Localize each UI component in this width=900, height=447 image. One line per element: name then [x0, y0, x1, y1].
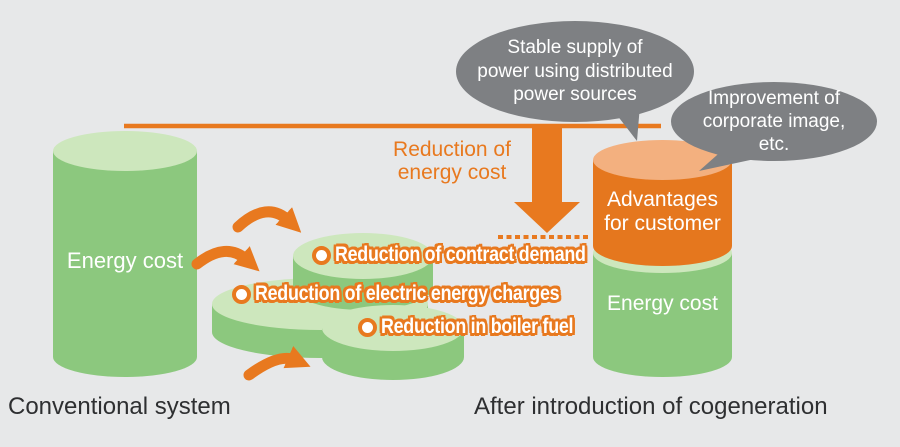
- callout-line-2: energy cost: [397, 161, 507, 184]
- disk-label-text: Reduction of contract demand: [335, 243, 586, 266]
- curved-arrow-bottom: [243, 346, 311, 381]
- bullet-icon: [312, 245, 331, 265]
- bullet-icon: [358, 317, 377, 337]
- bubble-2-line-3: etc.: [758, 134, 790, 155]
- big-down-arrow: [514, 124, 580, 233]
- left-cylinder-top: [53, 131, 197, 171]
- reduction-of-energy-cost-callout: Reduction of energy cost: [371, 138, 533, 184]
- advantages-line-1: Advantages: [607, 188, 718, 211]
- disk-label-electric-energy-charges: Reduction of electric energy charges: [232, 282, 613, 305]
- bubble-1-line-1: Stable supply of: [507, 37, 643, 59]
- right-cylinder-green-body: [593, 253, 732, 377]
- left-cylinder-body: [53, 151, 197, 377]
- bubble-corporate-image: Improvement of corporate image, etc.: [671, 82, 877, 161]
- bubble-1-line-2: power using distributed: [477, 60, 673, 82]
- bubble-2-line-1: Improvement of: [708, 88, 840, 109]
- bullet-icon: [232, 284, 251, 304]
- after-cogeneration-caption: After introduction of cogeneration: [474, 393, 828, 420]
- left-energy-cost-label: Energy cost: [66, 248, 184, 273]
- bubble-1-line-3: power sources: [513, 84, 637, 106]
- curved-arrow-middle: [191, 246, 260, 272]
- disk-label-text: Reduction in boiler fuel: [381, 315, 574, 338]
- bubble-stable-supply: Stable supply of power using distributed…: [456, 21, 694, 122]
- disk-label-contract-demand: Reduction of contract demand: [312, 243, 630, 266]
- dotted-reduction-line: [498, 235, 590, 239]
- callout-line-1: Reduction of: [393, 138, 511, 161]
- advantages-label: Advantages for customer: [593, 188, 732, 236]
- curved-arrow-top: [232, 206, 302, 233]
- bubble-2-line-2: corporate image,: [702, 111, 846, 132]
- right-energy-cost-label: Energy cost: [607, 292, 718, 315]
- disk-bottom-top: [322, 305, 464, 351]
- conventional-system-caption: Conventional system: [8, 393, 231, 420]
- advantages-line-2: for customer: [604, 212, 721, 235]
- disk-label-text: Reduction of electric energy charges: [255, 282, 560, 305]
- disk-label-boiler-fuel: Reduction in boiler fuel: [358, 315, 607, 338]
